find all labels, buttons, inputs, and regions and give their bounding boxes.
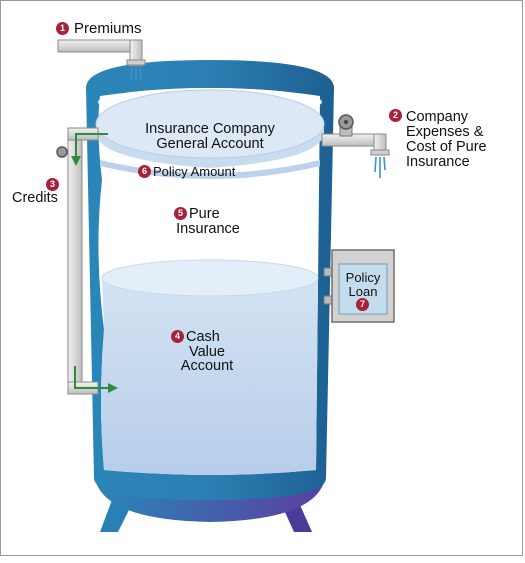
cash-value-line1: Cash — [186, 329, 220, 345]
cash-value-water — [101, 278, 318, 475]
policy-loan-line1: Policy — [345, 270, 381, 285]
water-stream-icon — [374, 156, 386, 178]
general-account-line2: General Account — [156, 136, 264, 152]
premiums-badge: 1 — [56, 22, 69, 35]
premiums-pipe — [57, 39, 146, 67]
credits-badge: 3 — [46, 178, 59, 191]
policy-loan-badge: 7 — [356, 298, 369, 311]
policy-loan-line2: Loan — [348, 284, 378, 299]
expenses-label-line3: Cost of Pure — [406, 139, 487, 155]
water-stream-icon — [130, 67, 142, 82]
flow-arrow-icon — [74, 366, 118, 393]
credits-label: Credits — [12, 190, 58, 206]
policy-amount-label: Policy Amount — [153, 164, 236, 179]
general-account-line1: Insurance Company — [145, 121, 275, 137]
valve-wheel-icon — [338, 114, 354, 130]
expenses-pipe — [321, 125, 390, 156]
cash-value-badge: 4 — [171, 330, 184, 343]
tank-legs — [100, 500, 312, 532]
expenses-label-line4: Insurance — [406, 154, 470, 170]
general-account-disk-edge — [96, 124, 324, 168]
pure-insurance-line1: Pure — [189, 206, 220, 222]
water-surface — [101, 259, 319, 297]
expenses-badge: 2 — [389, 109, 402, 122]
pure-insurance-badge: 5 — [174, 207, 187, 220]
cash-value-line2: Value — [188, 344, 225, 360]
policy-amount-band — [100, 160, 320, 179]
pure-insurance-line2: Insurance — [176, 221, 240, 237]
expenses-label-line2: Expenses & — [406, 124, 484, 140]
expenses-label-line1: Company — [406, 109, 469, 125]
cash-value-line3: Account — [180, 358, 234, 374]
general-account-disk — [95, 89, 325, 159]
valve-wheel-icon — [56, 146, 68, 158]
premiums-label: Premiums — [74, 20, 142, 37]
flow-arrow-icon — [71, 133, 108, 166]
policy-amount-badge: 6 — [138, 165, 151, 178]
